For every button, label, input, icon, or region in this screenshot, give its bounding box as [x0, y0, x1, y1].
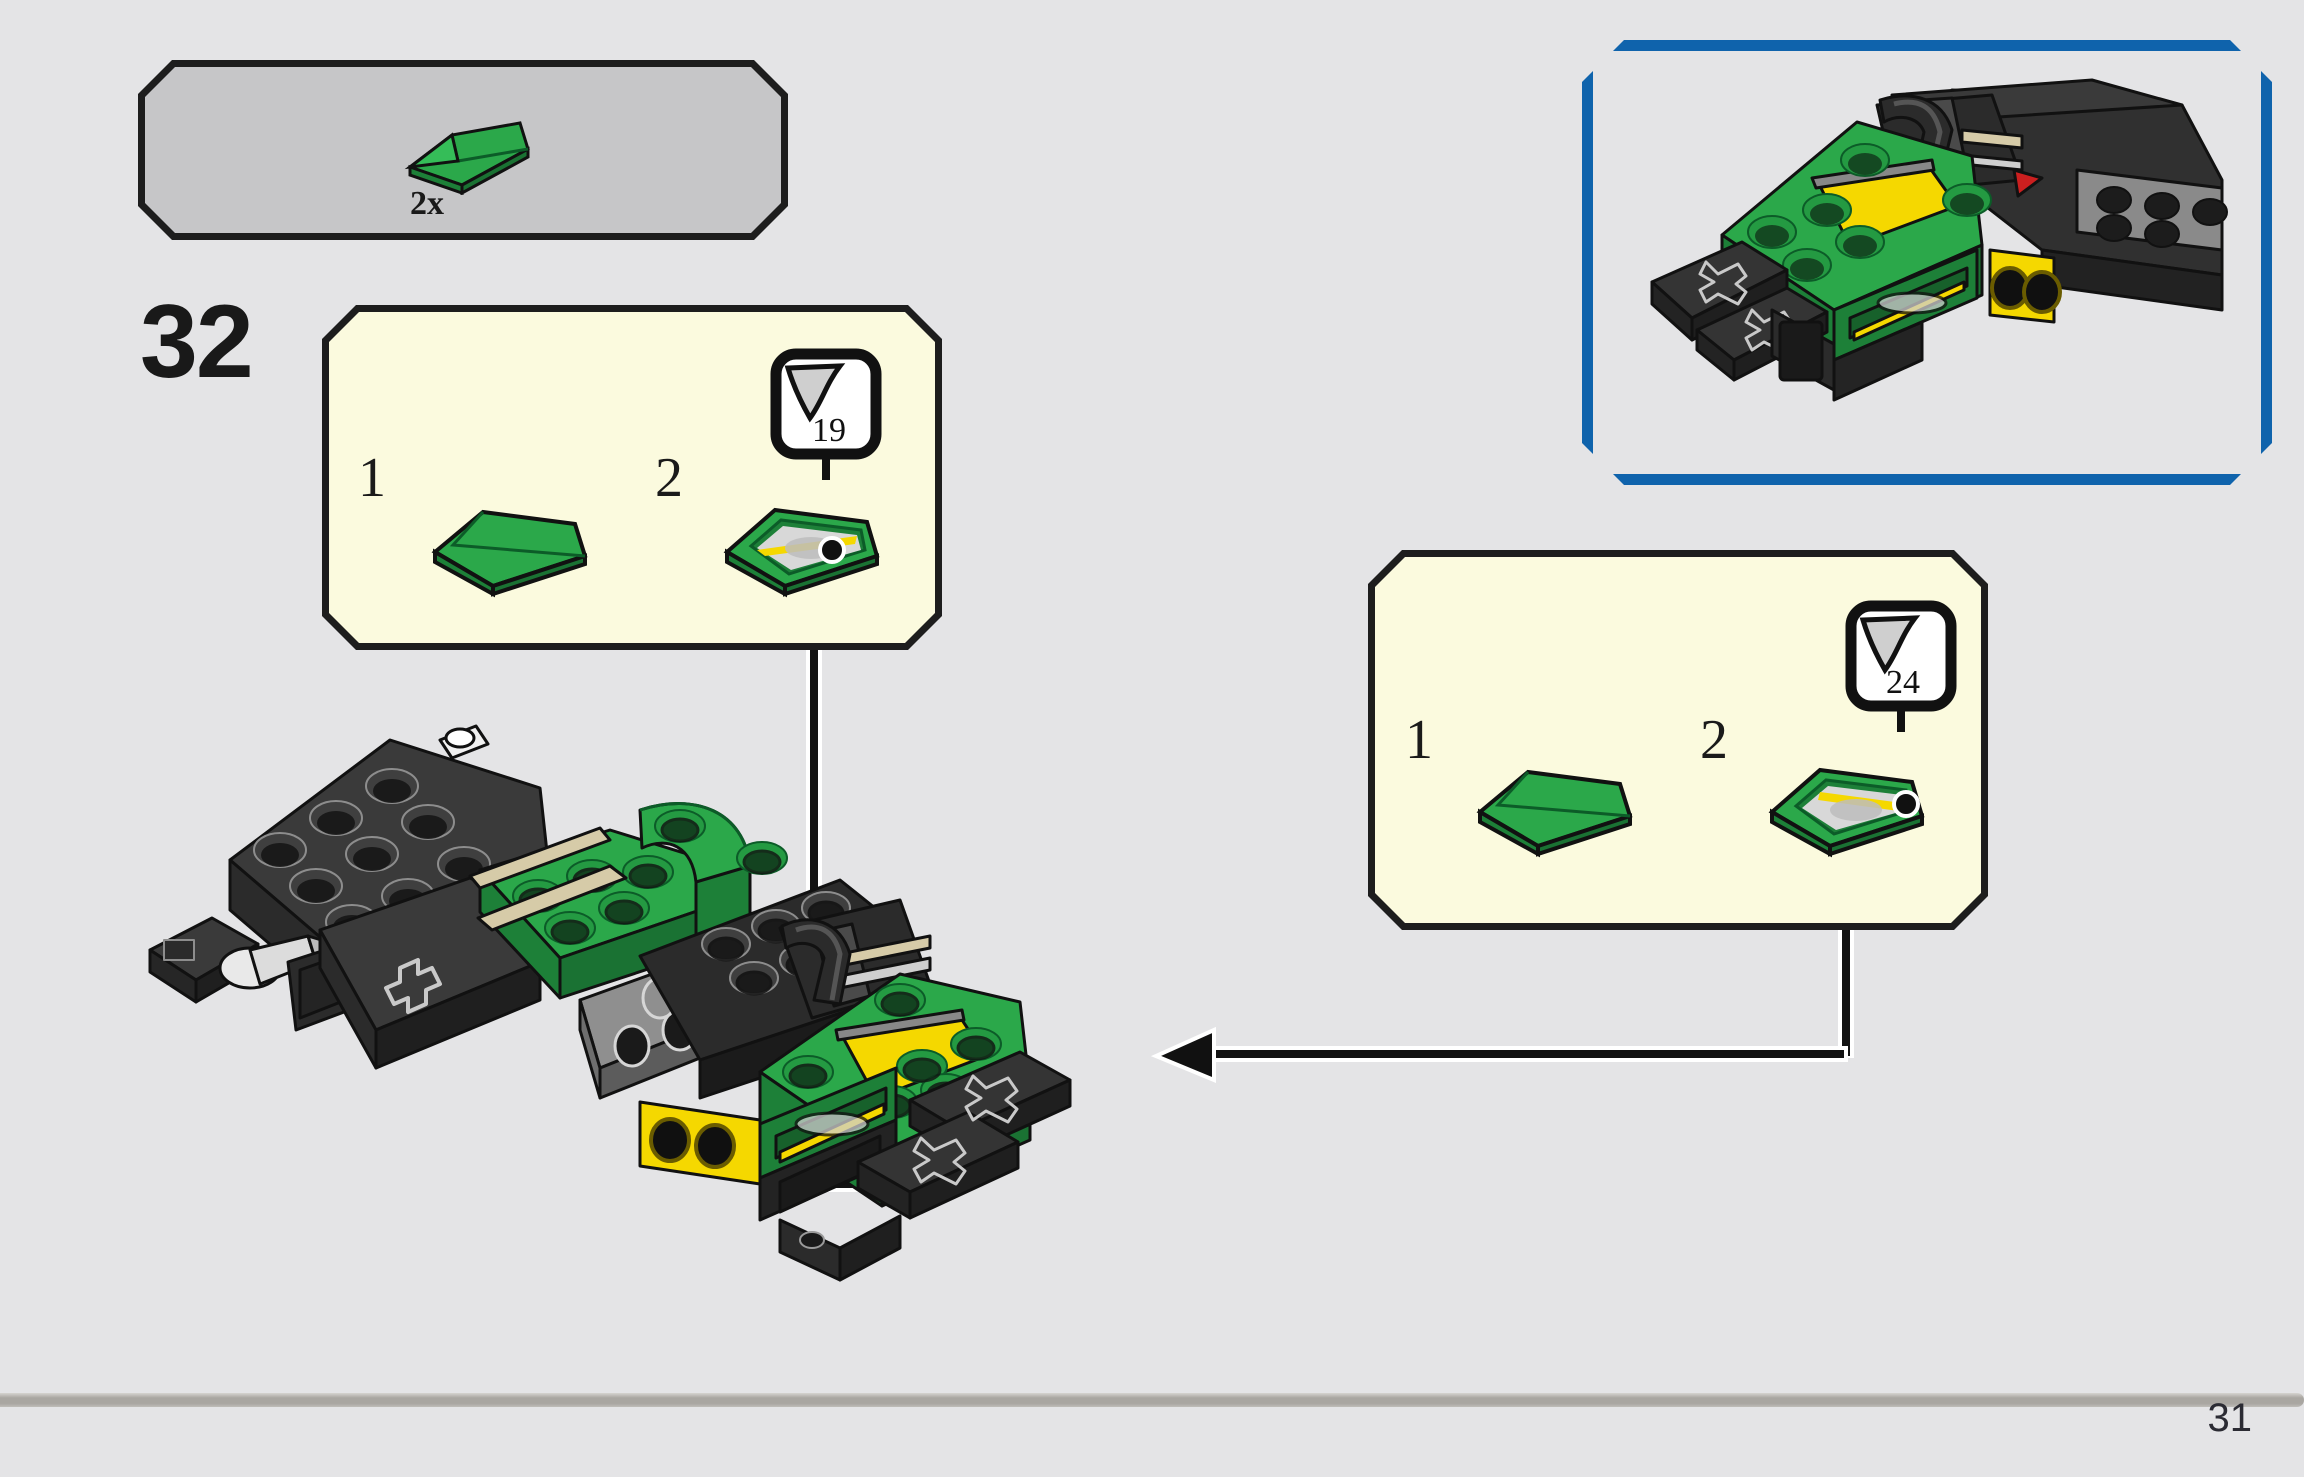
- leader-24-horizontal: [1184, 1050, 1844, 1058]
- substep-label-2a: 2: [655, 447, 683, 509]
- sticker-24-plain-brick: [1476, 769, 1633, 858]
- parts-bin-brick-icon: [404, 121, 530, 195]
- footer-divider: [0, 1393, 2304, 1407]
- sticker-19-stickered-brick: [723, 507, 880, 598]
- sticker-24-anchor-dot: [1892, 790, 1920, 818]
- substep-label-2b: 2: [1700, 709, 1728, 771]
- sticker-sheet-number-19: 19: [812, 412, 846, 449]
- step-number: 32: [140, 284, 254, 400]
- sticker-19-plain-brick: [431, 509, 588, 598]
- result-preview-illustration: [1650, 78, 2228, 402]
- leader-24-vertical: [1842, 930, 1850, 1056]
- substep-label-1a: 1: [358, 447, 386, 509]
- parts-quantity-label: 2x: [410, 185, 444, 222]
- leader-24-arrowhead: [1150, 1026, 1216, 1083]
- main-assembly-illustration: [148, 724, 1072, 1282]
- sticker-sheet-tag-19: [770, 348, 882, 480]
- sticker-19-anchor-dot: [818, 536, 846, 564]
- sticker-sheet-number-24: 24: [1886, 664, 1920, 701]
- page-number: 31: [2207, 1396, 2253, 1440]
- sticker-sheet-tag-24: [1845, 600, 1957, 732]
- substep-label-1b: 1: [1405, 709, 1433, 771]
